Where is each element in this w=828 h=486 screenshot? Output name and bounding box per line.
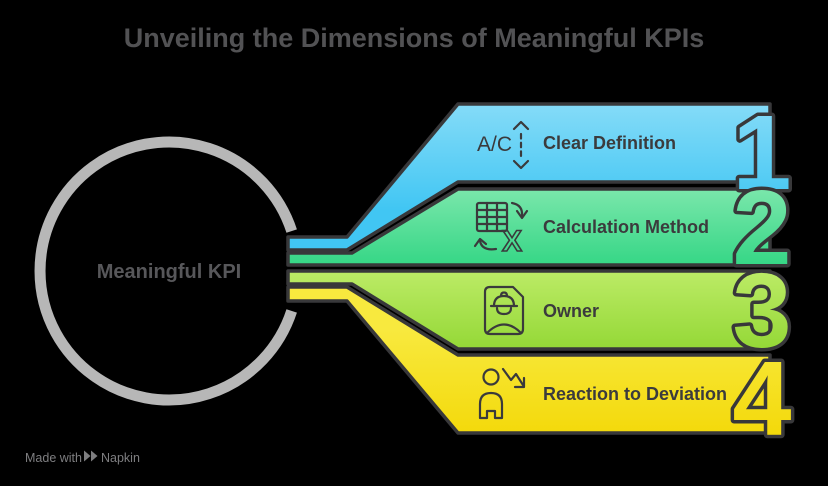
ac-text: A/C bbox=[477, 133, 512, 156]
step-number-2: 2 bbox=[733, 169, 792, 287]
table-formula-icon: X bbox=[473, 201, 529, 259]
kpi-circle-label: Meaningful KPI bbox=[97, 261, 241, 283]
napkin-logo-icon bbox=[84, 450, 98, 462]
arrowhead-corner bbox=[513, 376, 526, 389]
person-decline-icon bbox=[478, 367, 526, 420]
row-label-owner: Owner bbox=[543, 301, 599, 321]
ribbon-clear-definition bbox=[286, 102, 772, 252]
ribbon-owner bbox=[286, 269, 772, 351]
watermark: Made with Napkin bbox=[25, 450, 140, 465]
row-label-calculation-method: Calculation Method bbox=[543, 217, 709, 237]
zigzag-arrow bbox=[501, 367, 525, 387]
kpi-circle-ring bbox=[34, 136, 297, 406]
curve-arrow-up bbox=[478, 239, 498, 251]
person-head bbox=[482, 368, 500, 386]
hardhat-knob bbox=[499, 291, 509, 298]
curve-arrow-down bbox=[510, 201, 524, 218]
shoulders bbox=[485, 323, 523, 335]
watermark-brand: Napkin bbox=[101, 451, 140, 465]
chevron-up-icon bbox=[512, 120, 530, 131]
row-label-reaction-to-deviation: Reaction to Deviation bbox=[543, 384, 727, 404]
ribbon-calculation-method bbox=[286, 187, 772, 267]
ribbon-reaction-to-deviation bbox=[286, 285, 772, 435]
hardhat-dome bbox=[492, 294, 516, 308]
definition-adjust-icon: A/C bbox=[477, 120, 530, 170]
step-number-3: 3 bbox=[733, 252, 792, 370]
face bbox=[495, 306, 513, 316]
person-body bbox=[478, 391, 504, 420]
step-number-4: 4 bbox=[733, 340, 792, 458]
row-label-clear-definition: Clear Definition bbox=[543, 133, 676, 153]
formula-x-glyph: X bbox=[502, 225, 522, 258]
step-number-1: 1 bbox=[733, 94, 792, 212]
chevron-down-icon bbox=[512, 159, 530, 170]
arrowhead-down bbox=[515, 209, 529, 220]
page-title: Unveiling the Dimensions of Meaningful K… bbox=[124, 23, 705, 53]
watermark-prefix: Made with bbox=[25, 451, 82, 465]
arrowhead-up bbox=[473, 237, 488, 248]
owner-badge-icon bbox=[483, 285, 525, 336]
